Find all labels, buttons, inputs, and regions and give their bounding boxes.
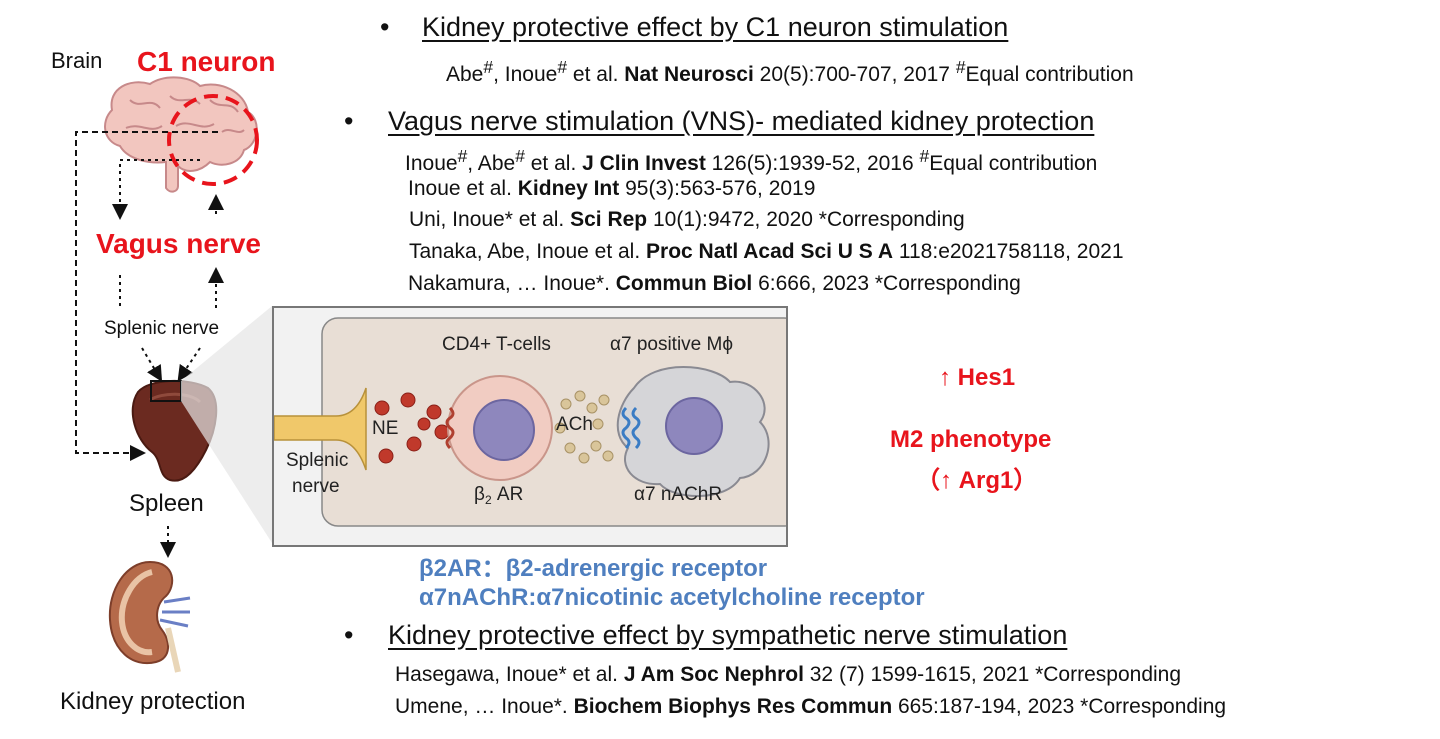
section-title: Vagus nerve stimulation (VNS)- mediated …: [388, 106, 1095, 136]
acetylcholine-dots: [554, 390, 614, 464]
journal-name: Nat Neurosci: [624, 63, 754, 86]
journal-name: Biochem Biophys Res Commun: [573, 695, 893, 718]
mechanism-graphics: CD4+ T-cells α7 positive Mϕ NE ACh Splen…: [274, 317, 786, 527]
splenic-to-spleen-arrow-left: [141, 347, 163, 382]
zoom-cone: [181, 306, 272, 543]
mechanism-inset: CD4+ T-cells α7 positive Mϕ NE ACh Splen…: [272, 306, 788, 547]
ach-label: ACh: [556, 414, 593, 435]
brain-icon: [104, 76, 258, 193]
pathway-graphics: [75, 76, 272, 673]
reference-line: Abe#, Inoue# et al. Nat Neurosci 20(5):7…: [446, 57, 1134, 86]
norepinephrine-dots: [374, 392, 450, 464]
abbrev-b2ar: β2AR：β2-adrenergic receptor: [419, 555, 768, 582]
reference-line: Nakamura, … Inoue*. Commun Biol 6:666, 2…: [408, 272, 1021, 295]
journal-name: Sci Rep: [570, 208, 648, 231]
journal-name: J Am Soc Nephrol: [623, 663, 804, 686]
kidney-icon: [108, 560, 191, 673]
nerve-terminal-icon: [274, 387, 367, 471]
reference-line: Hasegawa, Inoue* et al. J Am Soc Nephrol…: [395, 663, 1182, 686]
a7-nachr-receptor-icon: [621, 406, 631, 450]
a7-nachr-label: α7 nAChR: [634, 484, 722, 505]
a7-macrophage-label: α7 positive Mϕ: [610, 334, 733, 355]
hes1-label: ↑ Hes1: [939, 364, 1016, 391]
splenic-nerve-inset-label-2: nerve: [292, 476, 340, 497]
brain-label: Brain: [51, 48, 103, 73]
bullet: •: [344, 106, 354, 136]
c1-neuron-circle: [167, 94, 259, 186]
brain-spleen-loop-arrow: [75, 131, 218, 461]
brain-to-vagus-arrow: [112, 159, 200, 220]
kidney-protection-label: Kidney protection: [60, 688, 246, 715]
m2-phenotype-label: M2 phenotype: [890, 426, 1052, 453]
reference-line: Tanaka, Abe, Inoue et al. Proc Natl Acad…: [409, 240, 1124, 263]
vagus-nerve-label: Vagus nerve: [96, 228, 261, 259]
reference-line: Uni, Inoue* et al. Sci Rep 10(1):9472, 2…: [409, 208, 965, 231]
beta2-ar-label: β2 AR: [474, 484, 523, 507]
journal-name: J Clin Invest: [582, 152, 706, 175]
reference-line: Umene, … Inoue*. Biochem Biophys Res Com…: [395, 695, 1227, 718]
spleen-label: Spleen: [129, 490, 204, 517]
arg1-label: （↑ Arg1）: [916, 467, 1038, 494]
splenic-nerve-label: Splenic nerve: [104, 318, 220, 339]
abbrev-a7nachr: α7nAChR:α7nicotinic acetylcholine recept…: [419, 584, 925, 611]
cd4-label: CD4+ T-cells: [442, 334, 551, 355]
reference-line: Inoue et al. Kidney Int 95(3):563-576, 2…: [408, 177, 816, 200]
journal-name: Commun Biol: [615, 272, 753, 295]
beta2-receptor-icon: [445, 406, 455, 450]
reference-line: Inoue#, Abe# et al. J Clin Invest 126(5)…: [405, 146, 1098, 175]
section-title: Kidney protective effect by sympathetic …: [388, 620, 1068, 650]
splenic-nerve-inset-label-1: Splenic: [286, 450, 348, 471]
ne-label: NE: [372, 418, 398, 439]
journal-name: Kidney Int: [517, 177, 620, 200]
bullet: •: [344, 620, 354, 650]
bullet: •: [380, 12, 390, 42]
splenic-to-spleen-arrow-right: [177, 347, 201, 382]
section-title: Kidney protective effect by C1 neuron st…: [422, 12, 1009, 42]
journal-name: Proc Natl Acad Sci U S A: [646, 240, 894, 263]
c1-neuron-label: C1 neuron: [137, 46, 276, 77]
